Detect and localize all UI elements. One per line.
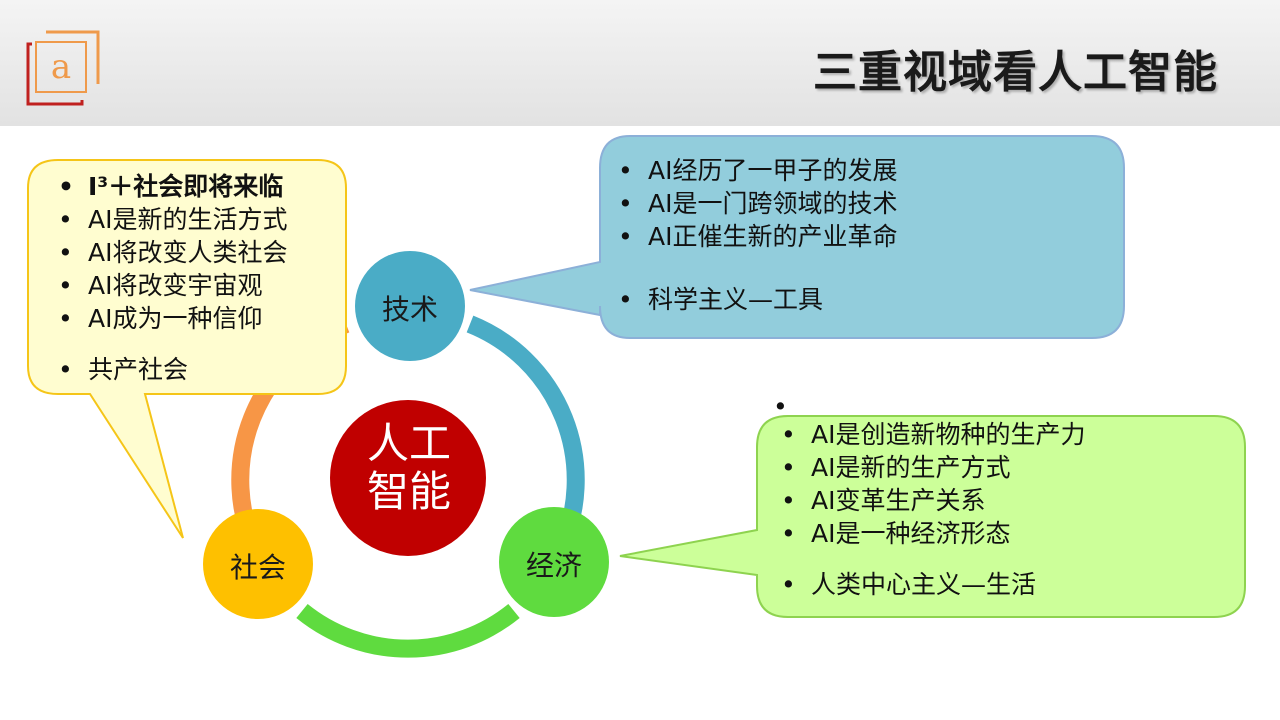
list-item: AI将改变人类社会 [58, 236, 287, 269]
center-label: 人工 智能 [333, 420, 485, 516]
bubble-economy-summary: 人类中心主义—生活 [781, 568, 1085, 601]
bubble-society-list: I³＋社会即将来临 AI是新的生活方式 AI将改变人类社会 AI将改变宇宙观 A… [58, 170, 287, 386]
empty-bullet [773, 390, 1077, 423]
node-economy-label: 经济 [525, 549, 582, 582]
bubble-tech-list: AI经历了一甲子的发展 AI是一门跨领域的技术 AI正催生新的产业革命 科学主义… [618, 154, 897, 316]
node-economy-circle [499, 507, 609, 617]
ring-arc-economy-society [296, 603, 520, 658]
list-item: AI是创造新物种的生产力 [781, 418, 1085, 451]
center-label-line2: 智能 [366, 467, 451, 516]
logo-glyph: a [51, 47, 71, 87]
bubble-tech-summary: 科学主义—工具 [618, 283, 897, 316]
center-circle [330, 400, 486, 556]
list-item: AI是一种经济形态 [781, 517, 1085, 550]
list-item: AI将改变宇宙观 [58, 269, 287, 302]
logo-icon: a [26, 30, 100, 106]
slide-title: 三重视域看人工智能 [813, 47, 1218, 98]
list-item: AI是新的生活方式 [58, 203, 287, 236]
node-society-label: 社会 [229, 551, 286, 584]
bubble-economy-list: AI是创造新物种的生产力 AI是新的生产方式 AI变革生产关系 AI是一种经济形… [773, 390, 1085, 601]
node-tech-circle [355, 251, 465, 361]
list-item: AI正催生新的产业革命 [618, 220, 897, 253]
list-item: AI是一门跨领域的技术 [618, 187, 897, 220]
header-band [0, 0, 1280, 126]
node-tech-label: 技术 [381, 293, 438, 326]
list-item: AI变革生产关系 [781, 484, 1085, 517]
list-item: AI是新的生产方式 [781, 451, 1085, 484]
list-item: AI经历了一甲子的发展 [618, 154, 897, 187]
center-label-line1: 人工 [366, 419, 451, 468]
bubble-society-summary: 共产社会 [58, 353, 287, 386]
list-item: AI成为一种信仰 [58, 302, 287, 335]
node-society-circle [203, 509, 313, 619]
list-item: I³＋社会即将来临 [58, 170, 287, 203]
